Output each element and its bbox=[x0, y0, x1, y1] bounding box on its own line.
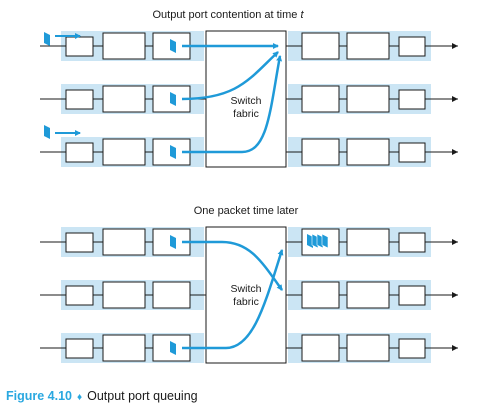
top-contention-paths bbox=[181, 43, 283, 154]
stacked-packets bbox=[307, 233, 329, 249]
figure-label: Figure 4.10 bbox=[6, 389, 72, 403]
caption-text: Output port queuing bbox=[87, 389, 198, 403]
bottom-panel: One packet time later bbox=[40, 205, 458, 364]
arriving-packet bbox=[44, 32, 50, 46]
top-input-port-3 bbox=[40, 125, 206, 167]
bottom-forwarding-paths bbox=[182, 240, 284, 350]
bottom-input-port-3 bbox=[40, 333, 206, 363]
queued-packet bbox=[170, 39, 176, 53]
bottom-input-port-2 bbox=[40, 280, 206, 310]
queued-packet bbox=[170, 235, 176, 249]
queued-packet bbox=[170, 145, 176, 159]
top-panel: Output port contention at time t bbox=[40, 9, 458, 168]
bottom-fabric-label-line-2: fabric bbox=[233, 296, 259, 308]
top-fabric-label-line-2: fabric bbox=[233, 108, 259, 120]
top-panel-title: Output port contention at time t bbox=[152, 9, 304, 21]
bottom-output-port-1 bbox=[286, 227, 458, 257]
top-fabric-label-line-1: Switch bbox=[231, 95, 262, 107]
top-input-port-1 bbox=[40, 31, 206, 61]
figure-caption: Figure 4.10 ♦ Output port queuing bbox=[6, 389, 198, 403]
top-output-port-3 bbox=[286, 137, 458, 167]
arriving-packet bbox=[44, 125, 50, 139]
top-input-port-2 bbox=[40, 84, 206, 114]
queued-packet bbox=[170, 341, 176, 355]
top-output-port-2 bbox=[286, 84, 458, 114]
caption-separator: ♦ bbox=[77, 392, 83, 403]
bottom-panel-title: One packet time later bbox=[194, 205, 299, 217]
bottom-input-port-1 bbox=[40, 227, 206, 257]
top-output-port-1 bbox=[286, 31, 458, 61]
queued-packet bbox=[170, 92, 176, 106]
bottom-fabric-label-line-1: Switch bbox=[231, 283, 262, 295]
bottom-output-port-2 bbox=[286, 280, 458, 310]
bottom-output-port-3 bbox=[286, 333, 458, 363]
